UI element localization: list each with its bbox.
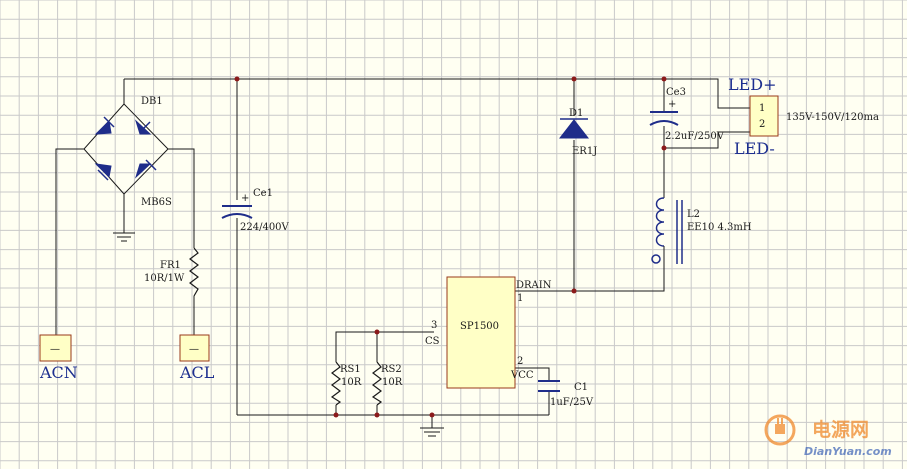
acl-mark: — [189, 344, 199, 355]
watermark-logo-text: 电源网 [812, 418, 869, 441]
rs2-value: 10R [382, 377, 403, 388]
acn-label: ACN [39, 363, 78, 382]
ic-pin-vcc: VCC [510, 370, 534, 381]
d1-ref: D1 [569, 108, 583, 119]
acn-mark: — [50, 344, 60, 355]
ic-pin1: 1 [517, 293, 523, 304]
watermark-site: DianYuan.com [804, 445, 892, 458]
ce1-plus: + [241, 193, 249, 204]
c1-value: 1uF/25V [550, 397, 594, 408]
c1-ref: C1 [574, 382, 588, 393]
bridge-diode-icon [94, 163, 112, 181]
diode-d1: D1 ER1J [558, 108, 597, 157]
ce3-ref: Ce3 [666, 87, 686, 98]
resistor-rs1: RS1 10R [330, 361, 362, 406]
capacitor-c1: C1 1uF/25V [538, 380, 594, 408]
ce3-value: 2.2uF/250V [665, 131, 725, 142]
d1-value: ER1J [572, 146, 597, 157]
db1-ref: DB1 [141, 96, 163, 107]
led-connector: 1 2 135V-150V/120ma LED+ LED- [728, 75, 879, 158]
terminal-acn: — ACN [39, 334, 78, 382]
ic-ref: SP1500 [460, 321, 499, 332]
bridge-diode-icon [94, 116, 115, 135]
capacitor-ce1: + Ce1 224/400V [221, 188, 290, 233]
led-spec: 135V-150V/120ma [786, 112, 879, 123]
l2-value: EE10 4.3mH [687, 222, 752, 233]
bridge-diode-icon [134, 159, 157, 179]
ic-pin2: 2 [517, 356, 523, 367]
ce1-value: 224/400V [240, 222, 290, 233]
fuse-resistor-fr1: FR1 10R/1W [144, 247, 199, 297]
rs2-ref: RS2 [381, 364, 402, 375]
fr1-ref: FR1 [160, 260, 181, 271]
ic-pin-drain: DRAIN [516, 280, 552, 291]
acl-label: ACL [179, 363, 215, 382]
led-minus-label: LED- [734, 139, 775, 158]
bridge-rectifier-db1: DB1 MB6S [83, 96, 172, 208]
ce3-plus: + [668, 99, 676, 110]
watermark-logo-icon [764, 414, 796, 446]
db1-value: MB6S [141, 197, 172, 208]
capacitor-ce3: Ce3 + 2.2uF/250V [649, 87, 725, 142]
resistor-rs2: RS2 10R [371, 361, 403, 406]
rs1-ref: RS1 [340, 364, 361, 375]
rs1-value: 10R [341, 377, 362, 388]
ic-pin-cs: CS [425, 336, 440, 347]
terminal-acl: — ACL [179, 334, 215, 382]
ground-icon [420, 427, 444, 437]
led-pin1: 1 [759, 103, 765, 114]
inductor-l2: L2 EE10 4.3mH [651, 197, 752, 265]
ic-sp1500: SP1500 DRAIN 1 3 CS 2 VCC [425, 276, 552, 389]
l2-ref: L2 [687, 209, 700, 220]
bridge-diode-icon [134, 119, 152, 135]
ground-icon [113, 232, 135, 242]
led-pin2: 2 [759, 119, 765, 130]
watermark: 电源网 DianYuan.com [764, 414, 892, 458]
junction-dots [234, 76, 667, 418]
fr1-value: 10R/1W [144, 273, 185, 284]
led-plus-label: LED+ [728, 75, 777, 94]
ce1-ref: Ce1 [253, 188, 273, 199]
ic-pin3: 3 [431, 320, 437, 331]
